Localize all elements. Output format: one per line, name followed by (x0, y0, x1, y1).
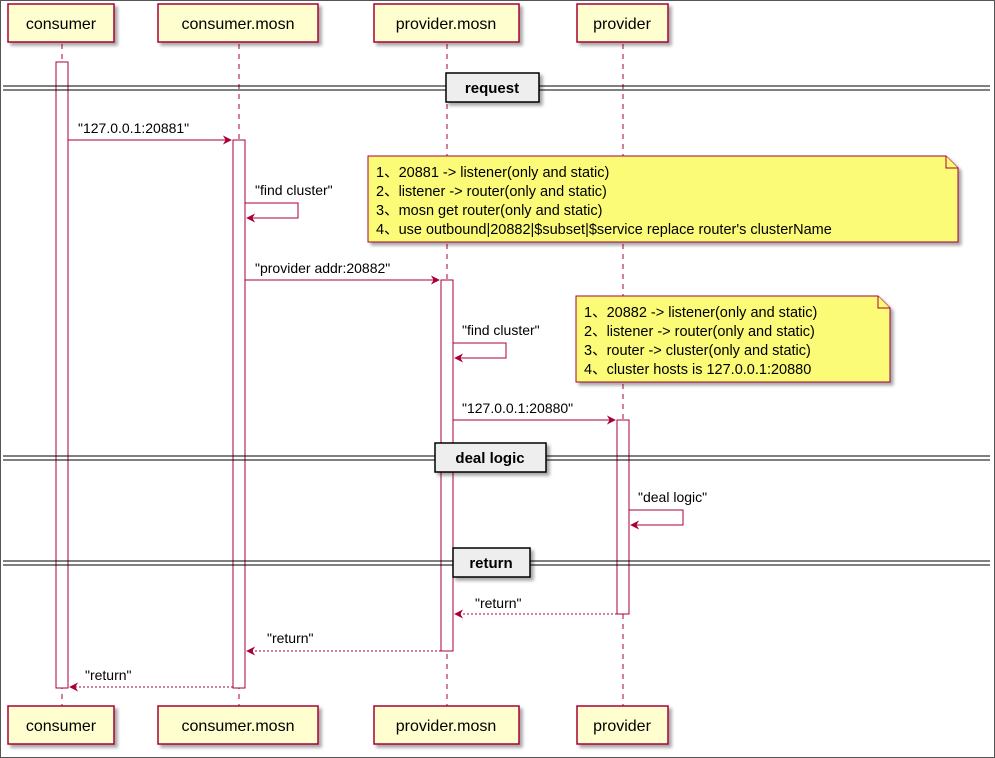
activation-consumer (55, 61, 69, 689)
svg-text:"127.0.0.1:20880": "127.0.0.1:20880" (462, 400, 573, 416)
note1-line-3: 3、mosn get router(only and static) (376, 203, 602, 219)
svg-text:provider.mosn: provider.mosn (396, 718, 497, 735)
svg-text:provider: provider (593, 718, 651, 735)
note2-line-3: 3、router -> cluster(only and static) (584, 343, 811, 359)
svg-text:provider: provider (593, 16, 651, 33)
divider-request: request (3, 72, 990, 103)
svg-text:consumer.mosn: consumer.mosn (182, 16, 295, 33)
svg-text:deal logic: deal logic (455, 450, 524, 467)
message-provider-mosn-to-provider: "127.0.0.1:20880" (453, 400, 616, 425)
note1-line-4: 4、use outbound|20882|$subset|$service re… (376, 222, 832, 238)
svg-text:"find cluster": "find cluster" (462, 322, 540, 338)
message-return-provider-mosn-to-consumer-mosn: "return" (246, 630, 441, 656)
svg-text:"return": "return" (267, 630, 314, 646)
note-consumer-mosn-config: 1、20881 -> listener(only and static) 2、l… (367, 155, 959, 243)
svg-text:return: return (469, 555, 512, 572)
message-self-find-cluster-consumer-mosn: "find cluster" (245, 182, 333, 223)
svg-text:"find cluster": "find cluster" (255, 182, 333, 198)
svg-text:"deal logic": "deal logic" (638, 489, 707, 505)
participant-provider-top: provider (576, 3, 669, 43)
svg-text:"return": "return" (475, 595, 522, 611)
participant-provider-mosn-bottom: provider.mosn (373, 705, 520, 745)
activation-consumer-mosn (232, 139, 246, 689)
note2-line-4: 4、cluster hosts is 127.0.0.1:20880 (584, 362, 811, 378)
participant-consumer-mosn-top: consumer.mosn (157, 3, 319, 43)
svg-text:provider.mosn: provider.mosn (396, 16, 497, 33)
divider-return: return (3, 547, 990, 578)
participant-provider-mosn-top: provider.mosn (373, 3, 520, 43)
note2-line-2: 2、listener -> router(only and static) (584, 324, 815, 340)
activation-provider (616, 419, 630, 615)
message-return-consumer-mosn-to-consumer: "return" (69, 667, 233, 692)
note-provider-mosn-config: 1、20882 -> listener(only and static) 2、l… (575, 295, 891, 383)
svg-text:consumer: consumer (26, 16, 97, 33)
svg-text:"127.0.0.1:20881": "127.0.0.1:20881" (78, 120, 189, 136)
note1-line-1: 1、20881 -> listener(only and static) (376, 165, 609, 181)
participant-consumer-top: consumer (7, 3, 115, 43)
note2-line-1: 1、20882 -> listener(only and static) (584, 305, 817, 321)
svg-text:consumer: consumer (26, 718, 97, 735)
svg-text:"return": "return" (85, 667, 132, 683)
message-consumer-mosn-to-provider-mosn: "provider addr:20882" (245, 260, 440, 285)
svg-text:request: request (465, 80, 519, 97)
svg-text:consumer.mosn: consumer.mosn (182, 718, 295, 735)
message-return-provider-to-provider-mosn: "return" (454, 595, 617, 619)
message-self-find-cluster-provider-mosn: "find cluster" (453, 322, 540, 363)
note1-line-2: 2、listener -> router(only and static) (376, 184, 607, 200)
participant-provider-bottom: provider (576, 705, 669, 745)
participant-consumer-bottom: consumer (7, 705, 115, 745)
svg-text:"provider addr:20882": "provider addr:20882" (255, 260, 390, 276)
participant-consumer-mosn-bottom: consumer.mosn (157, 705, 319, 745)
message-consumer-to-consumer-mosn: "127.0.0.1:20881" (68, 120, 232, 145)
message-self-deal-logic-provider: "deal logic" (629, 489, 707, 530)
divider-deal-logic: deal logic (3, 442, 990, 473)
